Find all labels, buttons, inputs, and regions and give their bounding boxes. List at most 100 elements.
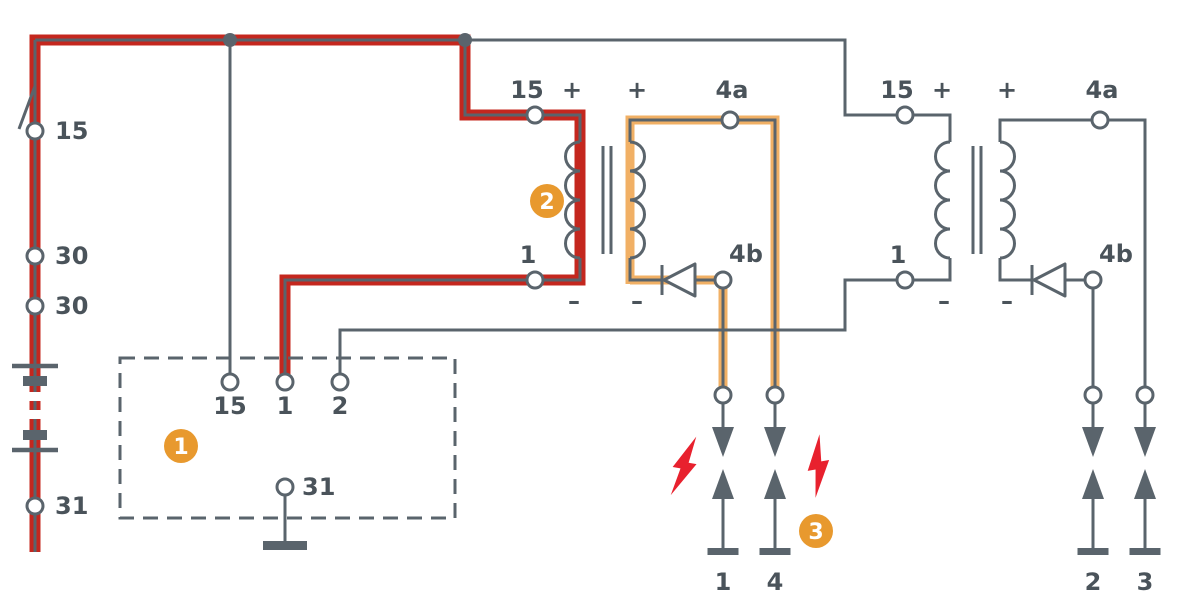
spark-plug-cyl3 bbox=[1129, 403, 1161, 555]
plug-ground-bar bbox=[707, 548, 739, 555]
label-plug-cyl4: 4 bbox=[767, 568, 784, 596]
plug-electrode-top bbox=[1082, 427, 1104, 457]
plug-electrode-bottom bbox=[712, 469, 734, 499]
label-coil-right-secondary-plus: + bbox=[997, 76, 1017, 104]
terminal-battery-15 bbox=[25, 121, 45, 141]
coil-left-core bbox=[601, 146, 613, 254]
terminal-cu-1 bbox=[275, 372, 295, 392]
label-plug-cyl3: 3 bbox=[1137, 568, 1154, 596]
terminal-battery-31 bbox=[25, 496, 45, 516]
label-coil-left-1: 1 bbox=[520, 241, 537, 269]
label-coil-left-primary-plus: + bbox=[562, 76, 582, 104]
label-battery-30-lower: 30 bbox=[55, 292, 88, 320]
label-coil-left-4b: 4b bbox=[729, 240, 763, 268]
secondary-trace-bottom-path bbox=[630, 275, 728, 392]
label-coil-right-primary-minus: – bbox=[938, 287, 950, 315]
badge-ignition-coil: 2 bbox=[530, 184, 564, 218]
coil-left-4a-wire bbox=[628, 118, 777, 392]
coil-right-core bbox=[971, 146, 983, 254]
terminal-coil-right-4a bbox=[1090, 110, 1110, 130]
plug-electrode-top bbox=[712, 427, 734, 457]
coil-right-4b-wire-a bbox=[998, 258, 1032, 282]
spark-plug-cyl2 bbox=[1077, 403, 1109, 555]
plug-electrode-top bbox=[1134, 427, 1156, 457]
badge-circle bbox=[799, 514, 833, 548]
control-unit-box bbox=[118, 356, 457, 520]
label-coil-right-primary-plus: + bbox=[932, 76, 952, 104]
lightning-icon bbox=[670, 436, 697, 496]
terminal-plug-4 bbox=[765, 385, 785, 405]
coil-right-secondary-winding bbox=[999, 140, 1016, 260]
spark-plug-cyl1 bbox=[707, 403, 739, 555]
plug-electrode-top bbox=[764, 427, 786, 457]
junction-dot bbox=[223, 33, 237, 47]
coil-right-return-wire bbox=[338, 258, 952, 380]
battery-dash-gap bbox=[28, 392, 42, 401]
label-coil-right-15: 15 bbox=[880, 76, 913, 104]
label-coil-right-secondary-minus: – bbox=[1001, 287, 1013, 315]
coil-left-primary-winding bbox=[564, 140, 581, 260]
badge-number: 2 bbox=[539, 190, 554, 215]
terminal-cu-31 bbox=[275, 477, 295, 497]
spark-plug-cyl4 bbox=[759, 403, 791, 555]
wires bbox=[17, 38, 1147, 552]
coil-right-primary-winding bbox=[934, 140, 951, 260]
terminal-battery-30-lower bbox=[25, 296, 45, 316]
coil-left-4b-wire-a bbox=[628, 258, 662, 282]
label-battery-15: 15 bbox=[55, 117, 88, 145]
diode-triangle bbox=[1032, 262, 1067, 298]
badge-spark-plugs: 3 bbox=[799, 514, 833, 548]
coil-right-diode-icon bbox=[1030, 262, 1067, 298]
terminal-cu-15 bbox=[220, 372, 240, 392]
badge-control-unit: 1 bbox=[164, 429, 198, 463]
label-cu-15: 15 bbox=[213, 392, 246, 420]
label-plug-cyl2: 2 bbox=[1085, 568, 1102, 596]
coil-right-4a-wire bbox=[998, 118, 1147, 392]
badge-circle bbox=[530, 184, 564, 218]
terminal-coil-right-4b bbox=[1083, 270, 1103, 290]
label-coil-left-secondary-minus: – bbox=[631, 287, 643, 315]
plug-ground-bar bbox=[1077, 548, 1109, 555]
battery-dash-gap bbox=[28, 410, 42, 419]
badge-circle bbox=[164, 429, 198, 463]
terminal-cu-2 bbox=[330, 372, 350, 392]
label-battery-31: 31 bbox=[55, 492, 88, 520]
label-coil-right-4b: 4b bbox=[1099, 240, 1133, 268]
label-cu-2: 2 bbox=[332, 392, 349, 420]
plug-electrode-bottom bbox=[764, 469, 786, 499]
label-coil-left-secondary-plus: + bbox=[627, 76, 647, 104]
plug-ground-bar bbox=[759, 548, 791, 555]
label-plug-cyl1: 1 bbox=[715, 568, 732, 596]
terminal-plug-1 bbox=[713, 385, 733, 405]
ignition-switch-blade bbox=[17, 85, 37, 130]
label-cu-31: 31 bbox=[302, 473, 335, 501]
label-cu-1: 1 bbox=[277, 392, 294, 420]
labels: 15 30 30 31 15 1 2 31 15 + + 4a 1 – – 4b… bbox=[55, 76, 1153, 596]
diode-triangle bbox=[662, 262, 697, 298]
label-coil-left-4a: 4a bbox=[716, 76, 749, 104]
ground-icon bbox=[263, 541, 307, 550]
label-battery-30-upper: 30 bbox=[55, 242, 88, 270]
terminal-coil-right-1 bbox=[895, 270, 915, 290]
battery-symbol bbox=[12, 363, 58, 453]
plug-electrode-bottom bbox=[1082, 469, 1104, 499]
terminal-plug-3 bbox=[1135, 385, 1155, 405]
battery-plate-short-top bbox=[23, 376, 47, 386]
label-coil-left-15: 15 bbox=[510, 76, 543, 104]
terminals bbox=[25, 105, 1155, 516]
terminal-battery-30-upper bbox=[25, 246, 45, 266]
coil-left-primary-feed-wire bbox=[463, 40, 582, 142]
label-coil-right-1: 1 bbox=[890, 241, 907, 269]
coil-right-4b-wire-b bbox=[1064, 278, 1095, 392]
terminal-coil-left-15 bbox=[525, 105, 545, 125]
badge-number: 1 bbox=[173, 435, 188, 460]
label-coil-right-4a: 4a bbox=[1086, 76, 1119, 104]
terminal-coil-right-15 bbox=[895, 105, 915, 125]
terminal-coil-left-1 bbox=[525, 270, 545, 290]
terminal-coil-left-4b bbox=[713, 270, 733, 290]
terminal-coil-left-4a bbox=[720, 110, 740, 130]
lightning-icon bbox=[807, 434, 830, 498]
supply-top-wire bbox=[35, 38, 952, 142]
